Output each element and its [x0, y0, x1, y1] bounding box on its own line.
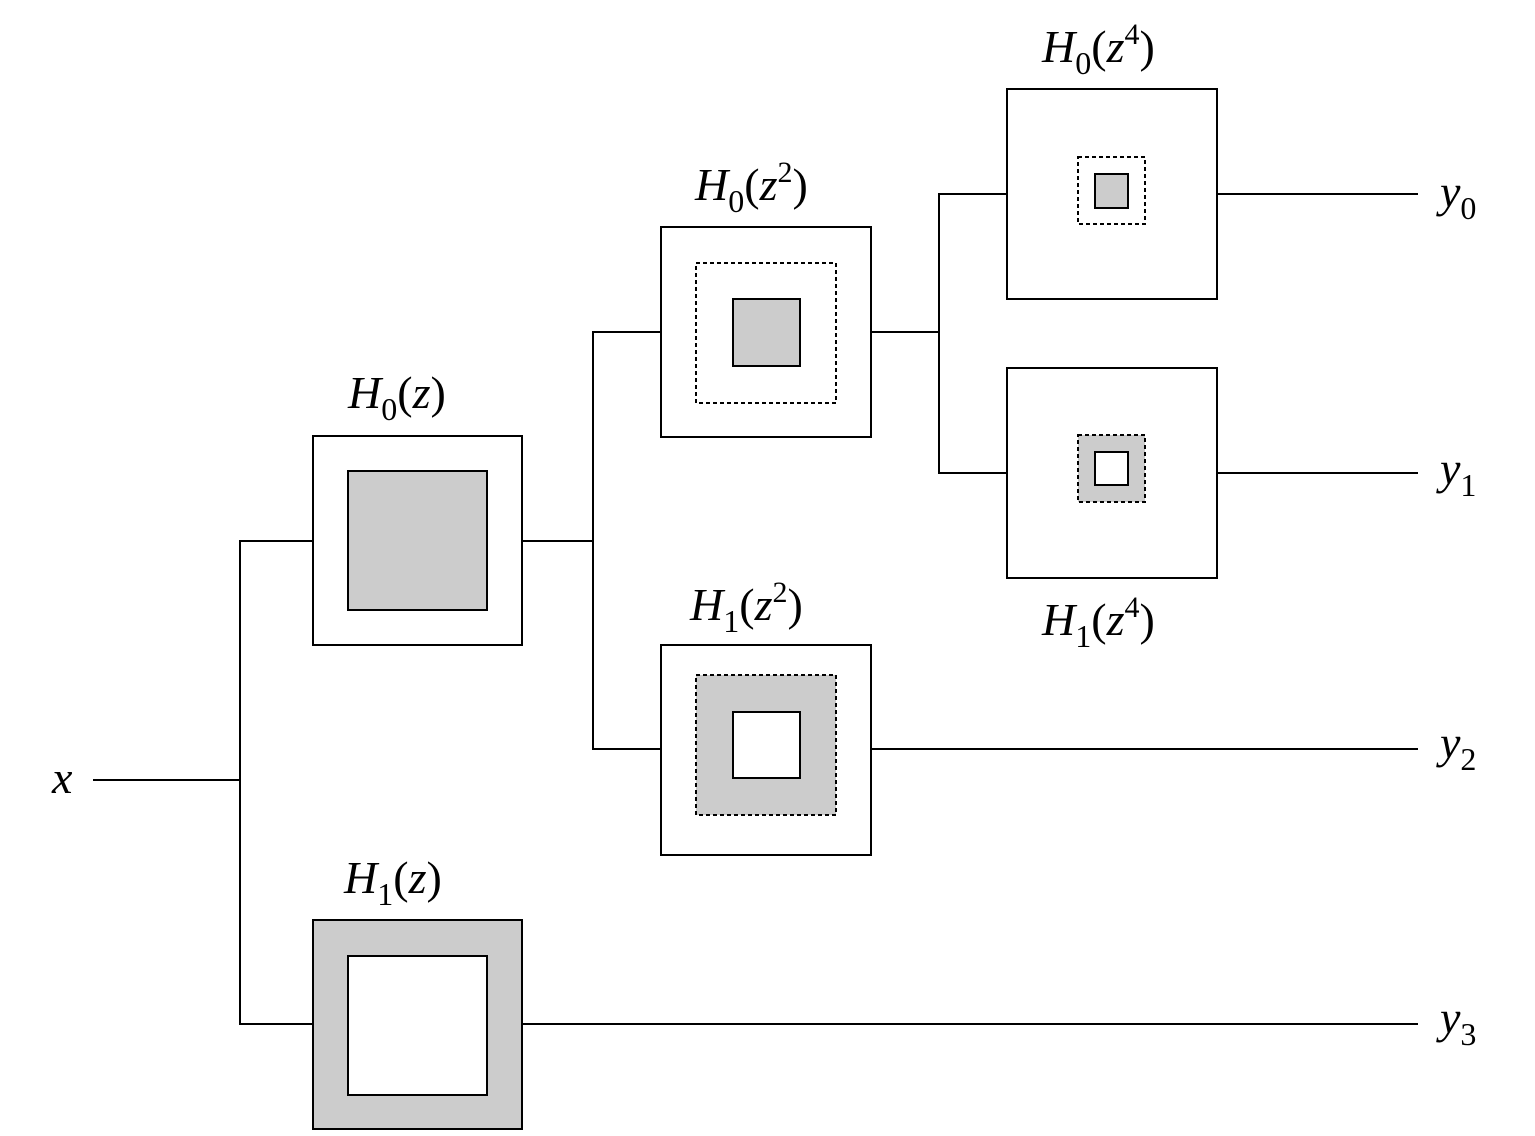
h1z2-stopband: [732, 711, 801, 779]
label-h1-z4: H1(z4): [1041, 591, 1155, 654]
filter-h1-z: [312, 919, 523, 1130]
input-label: x: [51, 752, 73, 803]
filter-h0-z2: [660, 226, 872, 438]
filter-h1-z2: [660, 644, 872, 856]
output-label-y3: y3: [1436, 992, 1476, 1052]
label-h1-z2: H1(z2): [689, 576, 803, 639]
wires: [93, 193, 1418, 1025]
h1z-stopband: [347, 955, 488, 1096]
filter-h1-z4: [1006, 367, 1218, 579]
h0z2-passband: [732, 298, 801, 367]
label-h0-z2: H0(z2): [694, 156, 808, 219]
h0z-passband: [347, 470, 488, 611]
label-h1-z: H1(z): [343, 852, 442, 912]
h1z4-stopband: [1094, 451, 1129, 486]
output-label-y2: y2: [1436, 717, 1476, 777]
label-h0-z: H0(z): [347, 367, 446, 427]
label-h0-z4: H0(z4): [1041, 18, 1155, 81]
filter-h0-z: [312, 435, 523, 646]
output-label-y0: y0: [1436, 166, 1476, 226]
output-label-y1: y1: [1436, 443, 1476, 503]
filter-h0-z4: [1006, 88, 1218, 300]
h0z4-passband: [1094, 173, 1129, 209]
